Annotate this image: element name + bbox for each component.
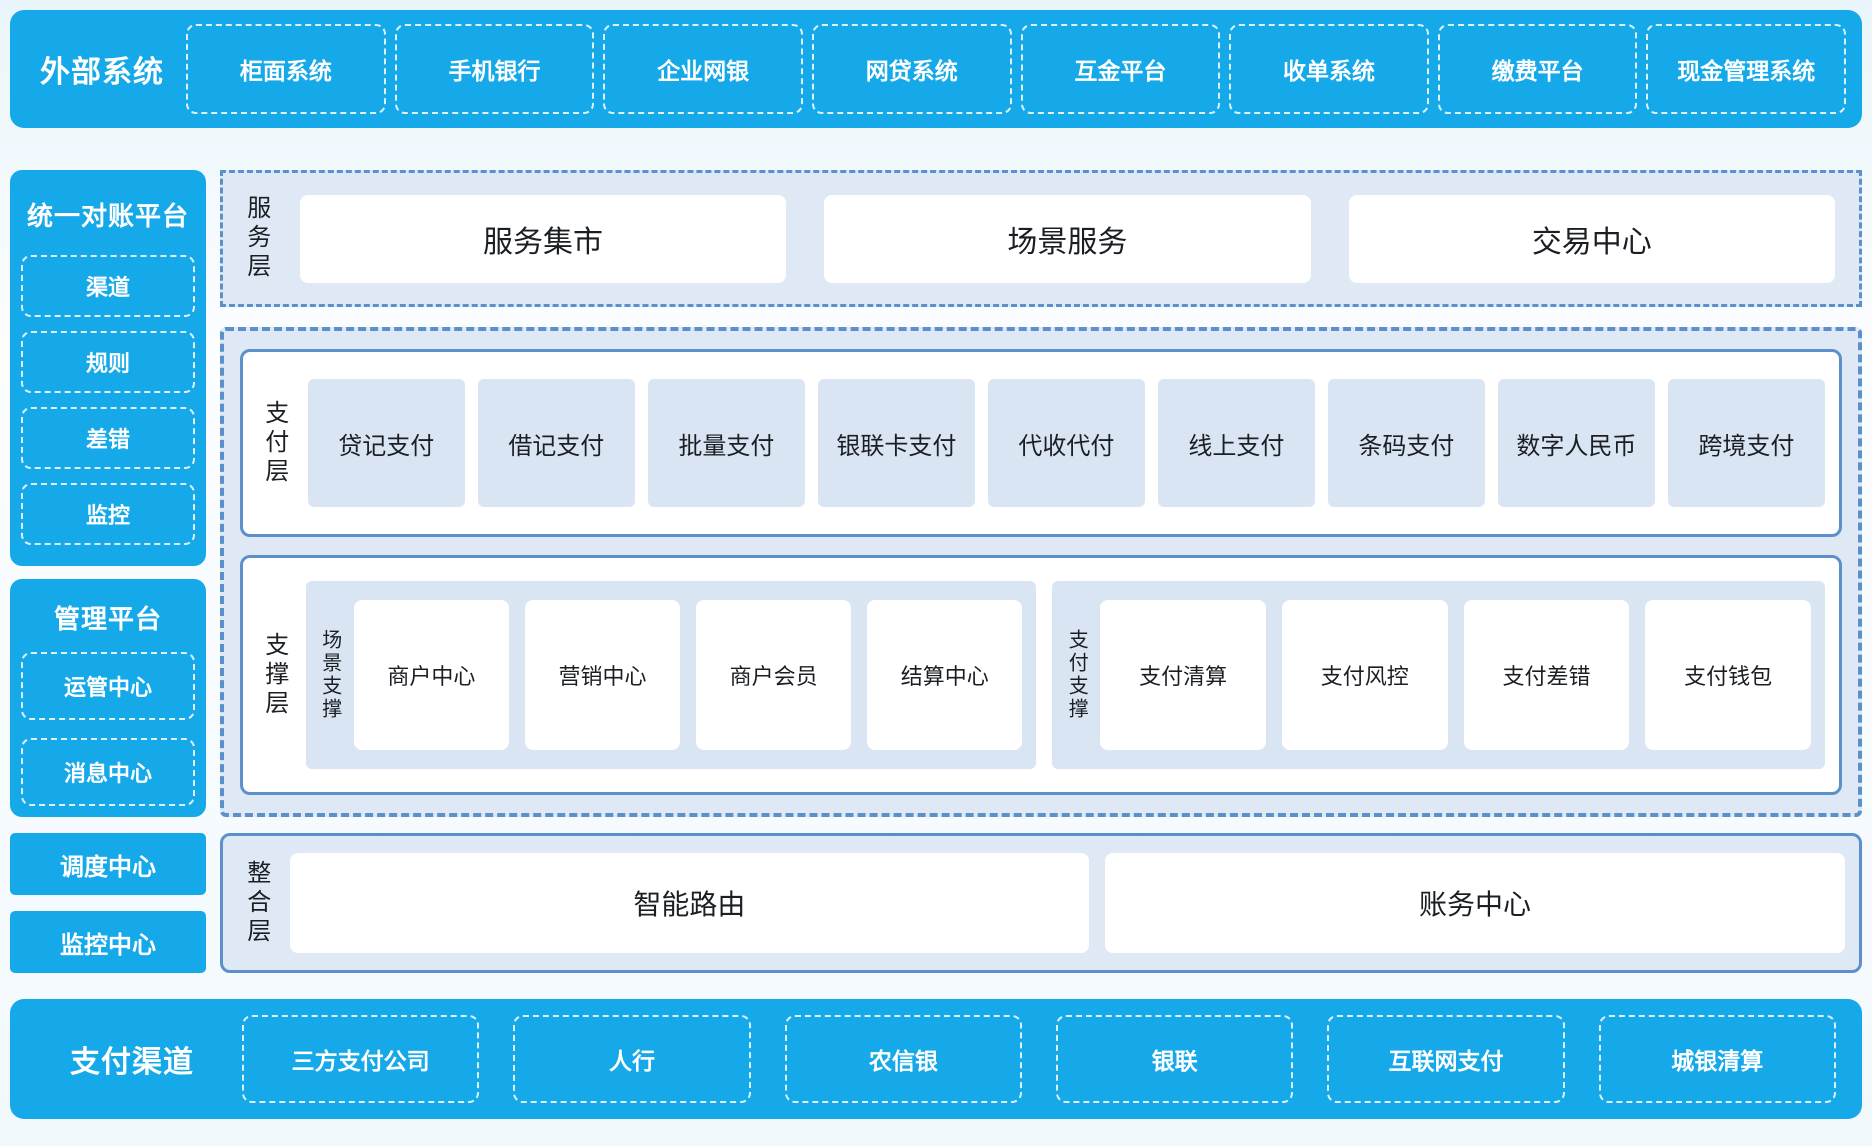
payment-channel-box: 城银清算 [1599,1015,1836,1103]
payment-channels-bar: 支付渠道 三方支付公司人行农信银银联互联网支付城银清算 [10,999,1862,1119]
payment-box: 条码支付 [1328,379,1485,507]
external-system-box: 网贷系统 [812,24,1012,114]
payment-layer: 支付层 贷记支付借记支付批量支付银联卡支付代收代付线上支付条码支付数字人民币跨境… [240,349,1842,537]
management-items: 运管中心消息中心 [21,652,195,824]
service-layer-items: 服务集市场景服务交易中心 [300,195,1835,283]
support-layer-label: 支撑层 [259,632,288,719]
payment-channel-box: 银联 [1056,1015,1293,1103]
scene-support-items: 商户中心营销中心商户会员结算中心 [354,600,1022,750]
scene-support-box: 商户会员 [696,600,851,750]
payment-box: 跨境支付 [1668,379,1825,507]
external-system-box: 柜面系统 [186,24,386,114]
management-box: 运管中心 [21,652,195,720]
management-platform-title: 管理平台 [21,599,195,636]
payment-support-label: 支付支撑 [1064,629,1088,721]
external-system-box: 互金平台 [1021,24,1221,114]
reconciliation-box: 差错 [21,407,195,469]
core-layers-container: 支付层 贷记支付借记支付批量支付银联卡支付代收代付线上支付条码支付数字人民币跨境… [220,327,1862,817]
scene-support-group: 场景支撑 商户中心营销中心商户会员结算中心 [306,581,1036,769]
integration-layer-items: 智能路由 账务中心 [290,853,1845,953]
external-systems-items: 柜面系统手机银行企业网银网贷系统互金平台收单系统缴费平台现金管理系统 [186,24,1846,114]
external-system-box: 手机银行 [395,24,595,114]
service-layer-label: 服务层 [241,195,270,282]
payment-box: 代收代付 [988,379,1145,507]
scene-support-box: 结算中心 [867,600,1022,750]
payment-support-box: 支付风控 [1282,600,1448,750]
payment-channel-box: 农信银 [785,1015,1022,1103]
payment-channel-box: 互联网支付 [1327,1015,1564,1103]
payment-support-box: 支付钱包 [1645,600,1811,750]
external-system-box: 现金管理系统 [1646,24,1846,114]
management-box: 消息中心 [21,738,195,806]
external-systems-bar: 外部系统 柜面系统手机银行企业网银网贷系统互金平台收单系统缴费平台现金管理系统 [10,10,1862,128]
payment-support-box: 支付清算 [1100,600,1266,750]
service-layer: 服务层 服务集市场景服务交易中心 [220,170,1862,307]
management-platform-panel: 管理平台 运管中心消息中心 [10,579,206,817]
payment-channels-title: 支付渠道 [26,1037,234,1081]
support-layer: 支撑层 场景支撑 商户中心营销中心商户会员结算中心 支付支撑 支付清算支付风控支… [240,555,1842,795]
dispatch-center-block: 调度中心 [10,833,206,895]
payment-channel-box: 三方支付公司 [242,1015,479,1103]
external-system-box: 缴费平台 [1438,24,1638,114]
payment-channels-items: 三方支付公司人行农信银银联互联网支付城银清算 [242,1015,1846,1103]
service-box: 服务集市 [300,195,786,283]
payment-layer-items: 贷记支付借记支付批量支付银联卡支付代收代付线上支付条码支付数字人民币跨境支付 [308,379,1825,507]
payment-box: 借记支付 [478,379,635,507]
reconciliation-box: 渠道 [21,255,195,317]
reconciliation-platform-panel: 统一对账平台 渠道规则差错监控 [10,170,206,566]
scene-support-box: 商户中心 [354,600,509,750]
scene-support-box: 营销中心 [525,600,680,750]
left-sidebar: 统一对账平台 渠道规则差错监控 管理平台 运管中心消息中心 调度中心 监控中心 [10,170,206,973]
support-groups: 场景支撑 商户中心营销中心商户会员结算中心 支付支撑 支付清算支付风控支付差错支… [306,581,1825,769]
payment-box: 批量支付 [648,379,805,507]
reconciliation-box: 监控 [21,483,195,545]
payment-channel-box: 人行 [513,1015,750,1103]
reconciliation-items: 渠道规则差错监控 [21,255,195,559]
smart-routing-box: 智能路由 [290,853,1089,953]
payment-box: 数字人民币 [1498,379,1655,507]
payment-support-items: 支付清算支付风控支付差错支付钱包 [1100,600,1811,750]
monitor-center-block: 监控中心 [10,911,206,973]
middle-section: 统一对账平台 渠道规则差错监控 管理平台 运管中心消息中心 调度中心 监控中心 … [10,170,1862,973]
integration-layer-label: 整合层 [241,860,270,947]
payment-support-group: 支付支撑 支付清算支付风控支付差错支付钱包 [1052,581,1825,769]
external-system-box: 收单系统 [1229,24,1429,114]
integration-layer: 整合层 智能路由 账务中心 [220,833,1862,973]
service-box: 交易中心 [1349,195,1835,283]
reconciliation-box: 规则 [21,331,195,393]
accounting-center-box: 账务中心 [1105,853,1845,953]
scene-support-label: 场景支撑 [318,629,342,721]
payment-layer-label: 支付层 [259,400,288,487]
reconciliation-platform-title: 统一对账平台 [21,196,195,233]
payment-support-box: 支付差错 [1464,600,1630,750]
payment-box: 线上支付 [1158,379,1315,507]
main-area: 服务层 服务集市场景服务交易中心 支付层 贷记支付借记支付批量支付银联卡支付代收… [220,170,1862,973]
service-box: 场景服务 [824,195,1310,283]
payment-box: 贷记支付 [308,379,465,507]
external-system-box: 企业网银 [603,24,803,114]
payment-box: 银联卡支付 [818,379,975,507]
external-systems-title: 外部系统 [26,47,178,91]
